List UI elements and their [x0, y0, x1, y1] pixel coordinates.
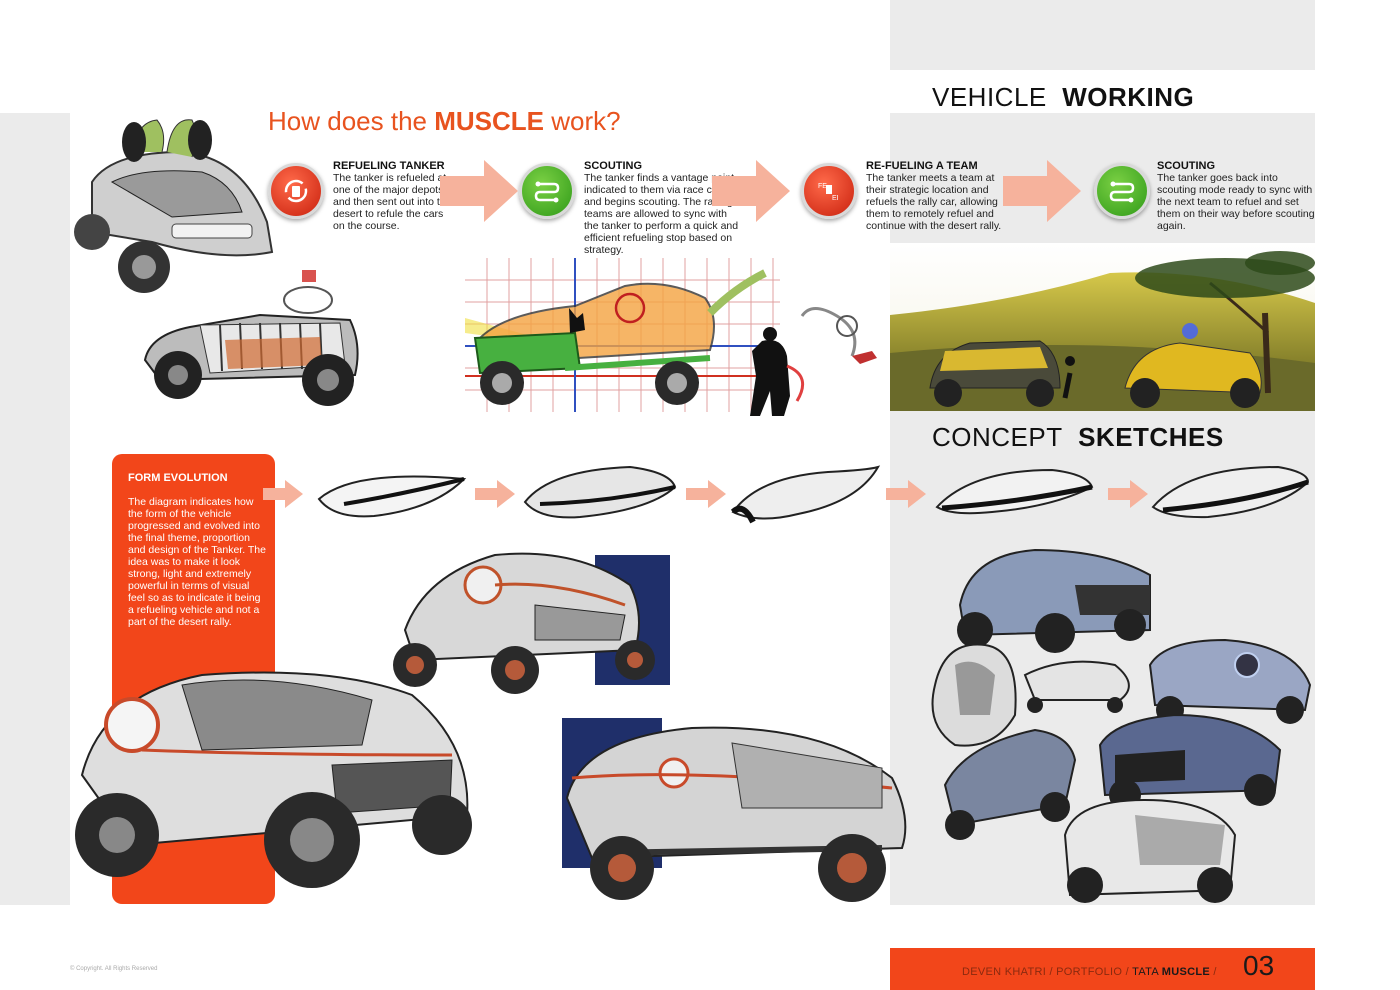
- step-title: RE-FUELING A TEAM: [866, 160, 978, 172]
- small-arrow-icon: [886, 480, 926, 508]
- svg-text:FE: FE: [818, 183, 827, 190]
- form-evolution-shape-4: [935, 468, 1094, 515]
- heading-light-text: VEHICLE: [932, 82, 1047, 112]
- step-title: SCOUTING: [1157, 160, 1216, 172]
- form-evolution-shape-3: [730, 465, 881, 524]
- tanker-sketch-front: [74, 119, 274, 293]
- step-scouting-1: SCOUTING The tanker finds a vantage poin…: [584, 160, 739, 256]
- heading-bold-text: SKETCHES: [1078, 422, 1224, 452]
- footer-author: DEVEN KHATRI: [962, 966, 1047, 978]
- step-refueling-team: RE-FUELING A TEAM The tanker meets a tea…: [866, 160, 1006, 232]
- fuel-gauge-icon: FE EI: [801, 163, 857, 219]
- fuel-cycle-icon: [268, 163, 324, 219]
- footer-project-bold: MUSCLE: [1161, 966, 1210, 978]
- route-icon: [1094, 163, 1150, 219]
- page-number: 03: [1243, 950, 1275, 981]
- tanker-technical-grid: [465, 258, 780, 412]
- step-body: The tanker finds a vantage point indicat…: [584, 172, 739, 256]
- top-right-gray-band: [890, 0, 1315, 70]
- concept-car-sketch-1: [393, 552, 670, 694]
- title-pre: How does the: [268, 106, 435, 136]
- footer-bar: [890, 948, 1315, 990]
- step-body: The tanker goes back into scouting mode …: [1157, 172, 1315, 232]
- form-evolution-shape-2: [523, 465, 677, 519]
- small-arrow-icon: [263, 480, 303, 508]
- process-arrow-icon: [1003, 160, 1081, 222]
- step-title: REFUELING TANKER: [333, 160, 445, 172]
- step-scouting-2: SCOUTING The tanker goes back into scout…: [1157, 160, 1317, 232]
- process-arrow-icon: [440, 160, 518, 222]
- concept-car-sketch-2: [75, 671, 472, 888]
- route-icon: [519, 163, 575, 219]
- footer-separator: /: [1125, 966, 1129, 978]
- tanker-sketch-side: [143, 270, 359, 406]
- footer-separator: /: [1049, 966, 1053, 978]
- title-bold: MUSCLE: [434, 106, 544, 136]
- title-post: work?: [544, 106, 621, 136]
- heading-light-text: CONCEPT: [932, 422, 1063, 452]
- form-evolution-shape-1: [317, 475, 467, 518]
- refueling-scene-photo: [890, 243, 1315, 411]
- process-arrow-icon: [712, 160, 790, 222]
- concept-car-sketch-3: [562, 718, 907, 902]
- copyright-text: © Copyright. All Rights Reserved: [70, 966, 158, 972]
- concept-sketches-cluster: [931, 548, 1312, 903]
- small-arrow-icon: [475, 480, 515, 508]
- form-evolution-title: FORM EVOLUTION: [128, 472, 228, 484]
- concept-sketches-heading: CONCEPT SKETCHES: [932, 422, 1224, 453]
- footer-project-light: TATA: [1132, 966, 1159, 978]
- footer-portfolio: PORTFOLIO: [1056, 966, 1123, 978]
- footer-separator: /: [1213, 966, 1217, 978]
- main-title: How does the MUSCLE work?: [268, 106, 621, 137]
- step-title: SCOUTING: [584, 160, 643, 172]
- step-body: The tanker meets a team at their strateg…: [866, 172, 1002, 232]
- small-arrow-icon: [1108, 480, 1148, 508]
- heading-bold-text: WORKING: [1062, 82, 1195, 112]
- step-body: The tanker is refueled at one of the maj…: [333, 172, 452, 232]
- svg-text:EI: EI: [832, 195, 839, 202]
- step-refueling-tanker: REFUELING TANKER The tanker is refueled …: [333, 160, 453, 232]
- footer-breadcrumb: DEVEN KHATRI / PORTFOLIO / TATA MUSCLE /: [962, 966, 1217, 978]
- refuel-person-sketch: [750, 307, 877, 416]
- left-gray-band: [0, 113, 70, 905]
- vehicle-working-heading: VEHICLE WORKING: [932, 82, 1194, 113]
- small-arrow-icon: [686, 480, 726, 508]
- form-evolution-shape-5: [1151, 465, 1310, 519]
- form-evolution-body: The diagram indicates how the form of th…: [128, 496, 266, 628]
